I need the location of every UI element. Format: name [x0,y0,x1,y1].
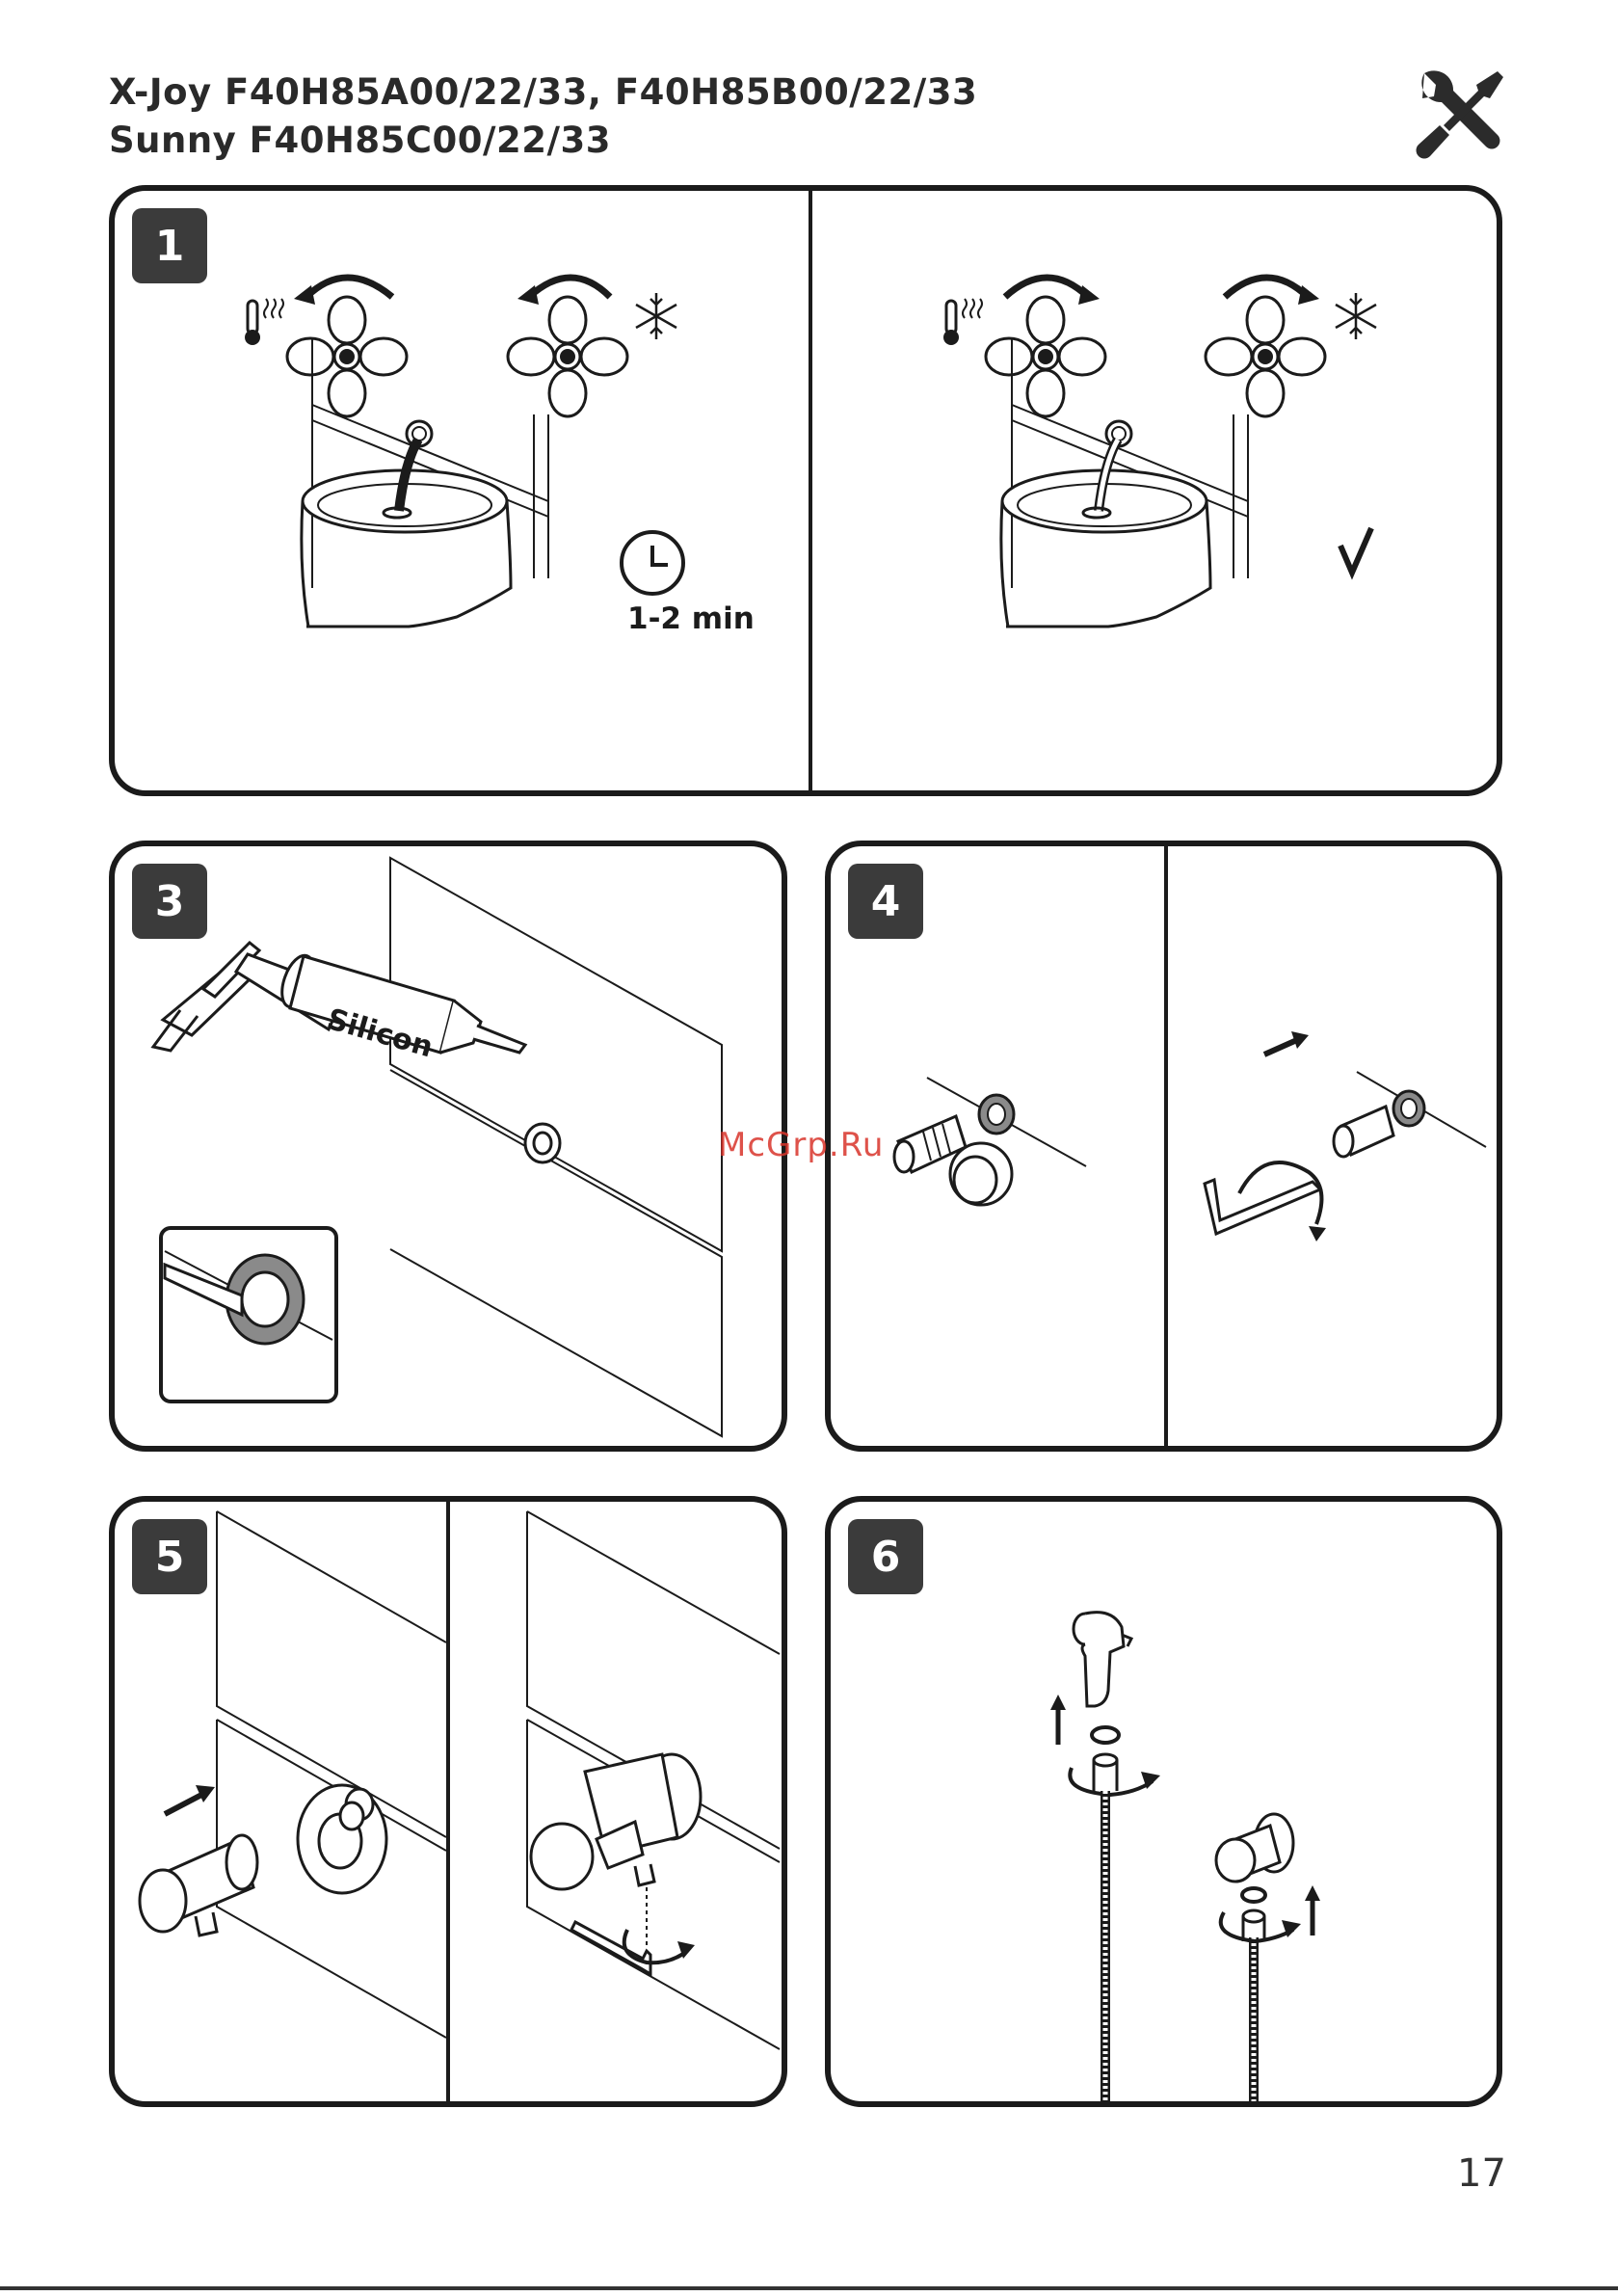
eccentric-adapter-icon [894,1078,1086,1205]
rosette-icon [298,1785,386,1893]
hex-key-icon [1205,1031,1486,1241]
step-3-illustration: Silicon [115,846,782,1446]
hose-icon [1105,1791,1254,2101]
step-4-illustration [831,846,1497,1446]
page-number: 17 [1457,2151,1506,2196]
watermark: McGrp.Ru [718,1126,884,1164]
wrench-screwdriver-icon [1413,66,1509,162]
bottom-rule [0,2286,1618,2290]
step-1-illustration [115,191,1497,790]
title-line-1: X-Joy F40H85A00/22/33, F40H85B00/22/33 [109,71,977,113]
detail-inset [161,1228,336,1402]
step-6-illustration [831,1502,1497,2101]
step-5-panel: 5 [109,1496,787,2107]
hygienic-shower-icon [1050,1613,1160,1795]
step-1-panel: 1 [109,185,1502,796]
title-line-2: Sunny F40H85C00/22/33 [109,120,611,161]
check-icon [1340,528,1371,573]
step-3-panel: 3 Silicon [109,841,787,1452]
step-6-panel: 6 [825,1496,1502,2107]
step-5-illustration [115,1502,782,2101]
step-4-panel: 4 [825,841,1502,1452]
clock-icon [622,532,683,594]
timer-label: 1-2 min [627,601,755,636]
